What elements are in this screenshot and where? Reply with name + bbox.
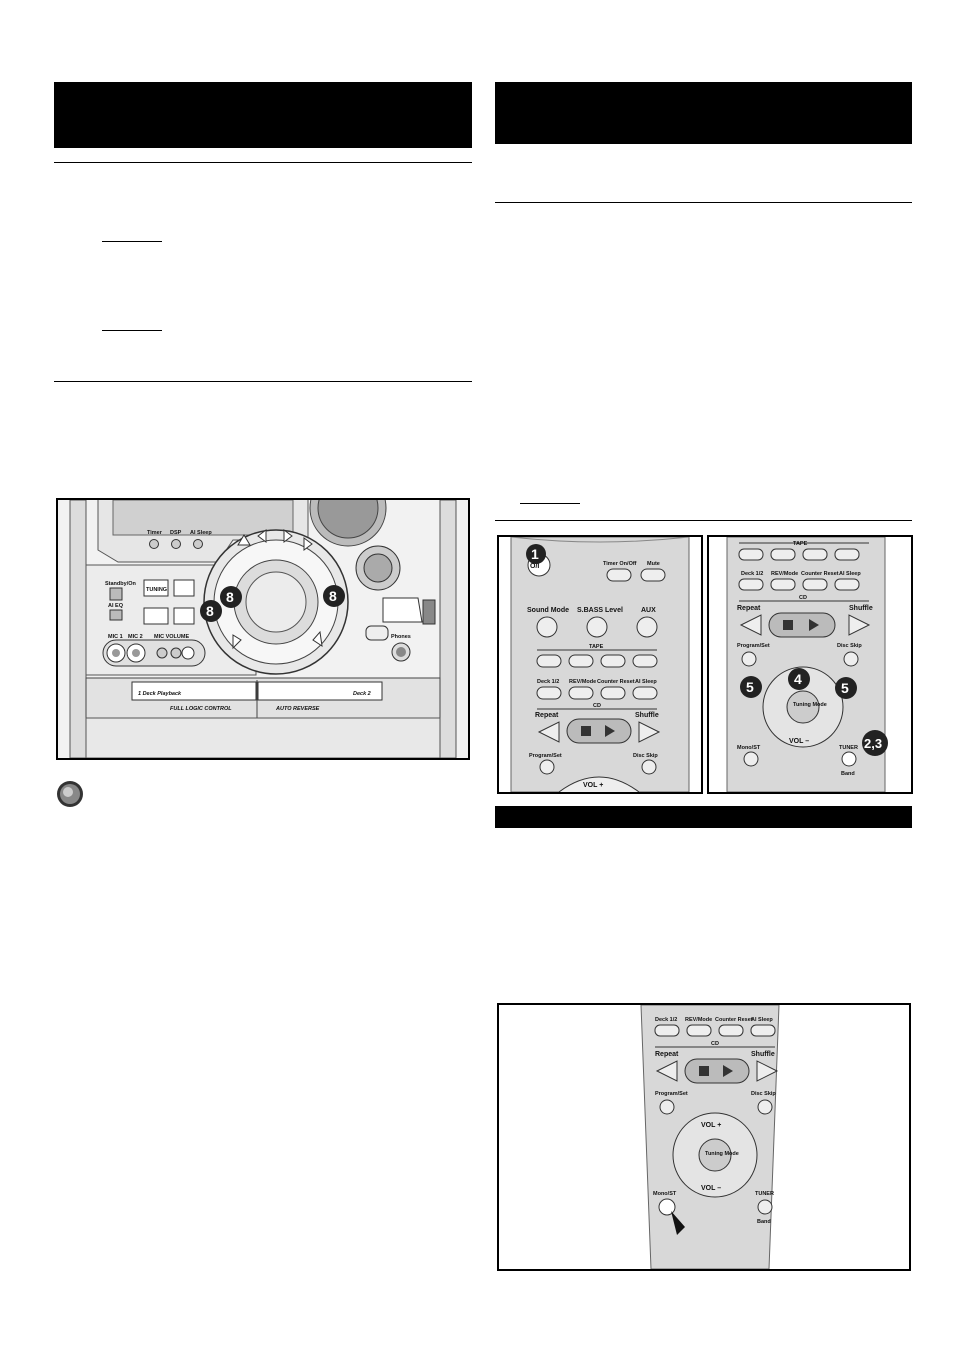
right-section-header <box>495 82 912 144</box>
remote-c-tuner-label: TUNER <box>755 1191 774 1197</box>
remote-a-tape-label: TAPE <box>589 644 604 650</box>
label-ai-eq: AI EQ <box>108 603 124 609</box>
remote-c-disc-skip-label: Disc Skip <box>751 1091 776 1097</box>
remote-a-ai-sleep-label: AI Sleep <box>635 679 657 685</box>
remote-a-cd-label: CD <box>593 703 601 709</box>
remote-c-vol-minus-label: VOL – <box>701 1185 721 1192</box>
callout-1: 1 <box>531 546 539 562</box>
callout-8-c: 8 <box>329 588 337 604</box>
label-mic2: MIC 2 <box>128 634 143 640</box>
remote-a-deck-label: Deck 1/2 <box>537 679 559 685</box>
callout-4: 4 <box>794 671 802 687</box>
remote-c-mono-label: Mono/ST <box>653 1191 677 1197</box>
remote-a-sbass-label: S.BASS Level <box>577 607 623 614</box>
right-rule-1 <box>495 202 912 203</box>
callout-5-right: 5 <box>841 680 849 696</box>
label-full-logic: FULL LOGIC CONTROL <box>170 706 232 712</box>
remote-a-program-label: Program/Set <box>529 753 562 759</box>
remote-a-repeat-label: Repeat <box>535 712 559 719</box>
remote-a-disc-skip-label: Disc Skip <box>633 753 658 759</box>
left-underline-2 <box>102 330 162 331</box>
remote-b-tuning-mode-label: Tuning Mode <box>793 702 827 708</box>
label-auto-reverse: AUTO REVERSE <box>275 706 320 712</box>
label-mic1: MIC 1 <box>108 634 123 640</box>
remote-a-rev-label: REV/Mode <box>569 679 596 685</box>
label-mic-volume: MIC VOLUME <box>154 634 189 640</box>
remote-c-shuffle-label: Shuffle <box>751 1051 775 1058</box>
remote-b-mono-label: Mono/ST <box>737 745 761 751</box>
remote-a-counter-label: Counter Reset <box>597 679 635 685</box>
remote-b-cd-label: CD <box>799 595 807 601</box>
stereo-panel-illustration: Timer DSP AI Sleep Standby/On AI EQ TUNI… <box>58 500 468 758</box>
remote-b-disc-skip-label: Disc Skip <box>837 643 862 649</box>
remote-c-repeat-label: Repeat <box>655 1051 679 1058</box>
label-power: Standby/On <box>105 581 137 587</box>
remote-c-program-label: Program/Set <box>655 1091 688 1097</box>
callout-2-3: 2,3 <box>864 736 882 751</box>
remote-b-program-label: Program/Set <box>737 643 770 649</box>
remote-b-shuffle-label: Shuffle <box>849 605 873 612</box>
left-underline-1 <box>102 241 162 242</box>
remote-a-power-label: O/I <box>530 563 539 570</box>
remote-b-ai-sleep-label: AI Sleep <box>839 571 861 577</box>
left-rule-1 <box>54 162 472 163</box>
callout-8-b: 8 <box>226 589 234 605</box>
stereo-front-panel-figure: Timer DSP AI Sleep Standby/On AI EQ TUNI… <box>56 498 470 760</box>
label-phones: Phones <box>391 634 411 640</box>
note-bullet-icon <box>57 781 83 807</box>
remote-a-shuffle-label: Shuffle <box>635 712 659 719</box>
remote-c-band-label: Band <box>757 1219 771 1225</box>
left-rule-2 <box>54 381 472 382</box>
remote-c-rev-label: REV/Mode <box>685 1017 712 1023</box>
remote-c-illustration: Deck 1/2 REV/Mode Counter Reset AI Sleep… <box>499 1005 909 1269</box>
remote-b-vol-minus-label: VOL – <box>789 738 809 745</box>
remote-a-vol-label: VOL + <box>583 782 603 789</box>
remote-a-mute-label: Mute <box>647 561 660 567</box>
remote-c-vol-up-label: VOL + <box>701 1122 721 1129</box>
remote-b-deck-label: Deck 1/2 <box>741 571 763 577</box>
label-dsp: DSP <box>170 530 182 536</box>
remote-b-repeat-label: Repeat <box>737 605 761 612</box>
remote-b-tape-label: TAPE <box>793 541 808 547</box>
remote-c-counter-label: Counter Reset <box>715 1017 753 1023</box>
remote-c-tuning-mode-label: Tuning Mode <box>705 1151 739 1157</box>
remote-b-rev-label: REV/Mode <box>771 571 798 577</box>
label-timer: Timer <box>147 530 163 536</box>
remote-c-cd-label: CD <box>711 1041 719 1047</box>
left-section-header <box>54 82 472 148</box>
remote-c-deck-label: Deck 1/2 <box>655 1017 677 1023</box>
label-deck2: Deck 2 <box>353 691 371 697</box>
remote-a-aux-label: AUX <box>641 607 656 614</box>
label-ai-sleep: AI Sleep <box>190 530 212 536</box>
label-tuning: TUNING <box>146 587 167 593</box>
remote-figure-a: O/I 1 Timer On/Off Mute Sound Mode S.BAS… <box>497 535 703 794</box>
remote-a-illustration: O/I 1 Timer On/Off Mute Sound Mode S.BAS… <box>499 537 701 792</box>
right-underline-1 <box>520 503 580 504</box>
remote-figure-c: Deck 1/2 REV/Mode Counter Reset AI Sleep… <box>497 1003 911 1271</box>
callout-5-left: 5 <box>746 679 754 695</box>
remote-b-counter-label: Counter Reset <box>801 571 839 577</box>
remote-b-tuner-label: TUNER <box>839 745 858 751</box>
label-deck1: 1 Deck Playback <box>138 691 182 697</box>
remote-figure-b: TAPE Deck 1/2 REV/Mode Counter Reset AI … <box>707 535 913 794</box>
remote-b-illustration: TAPE Deck 1/2 REV/Mode Counter Reset AI … <box>709 537 911 792</box>
right-rule-2 <box>495 520 912 521</box>
remote-a-sound-mode-label: Sound Mode <box>527 607 569 614</box>
right-subsection-bar <box>495 806 912 828</box>
callout-8-a: 8 <box>206 603 214 619</box>
remote-c-ai-sleep-label: AI Sleep <box>751 1017 773 1023</box>
remote-b-band-label: Band <box>841 771 855 777</box>
remote-a-timer-label: Timer On/Off <box>603 561 637 567</box>
